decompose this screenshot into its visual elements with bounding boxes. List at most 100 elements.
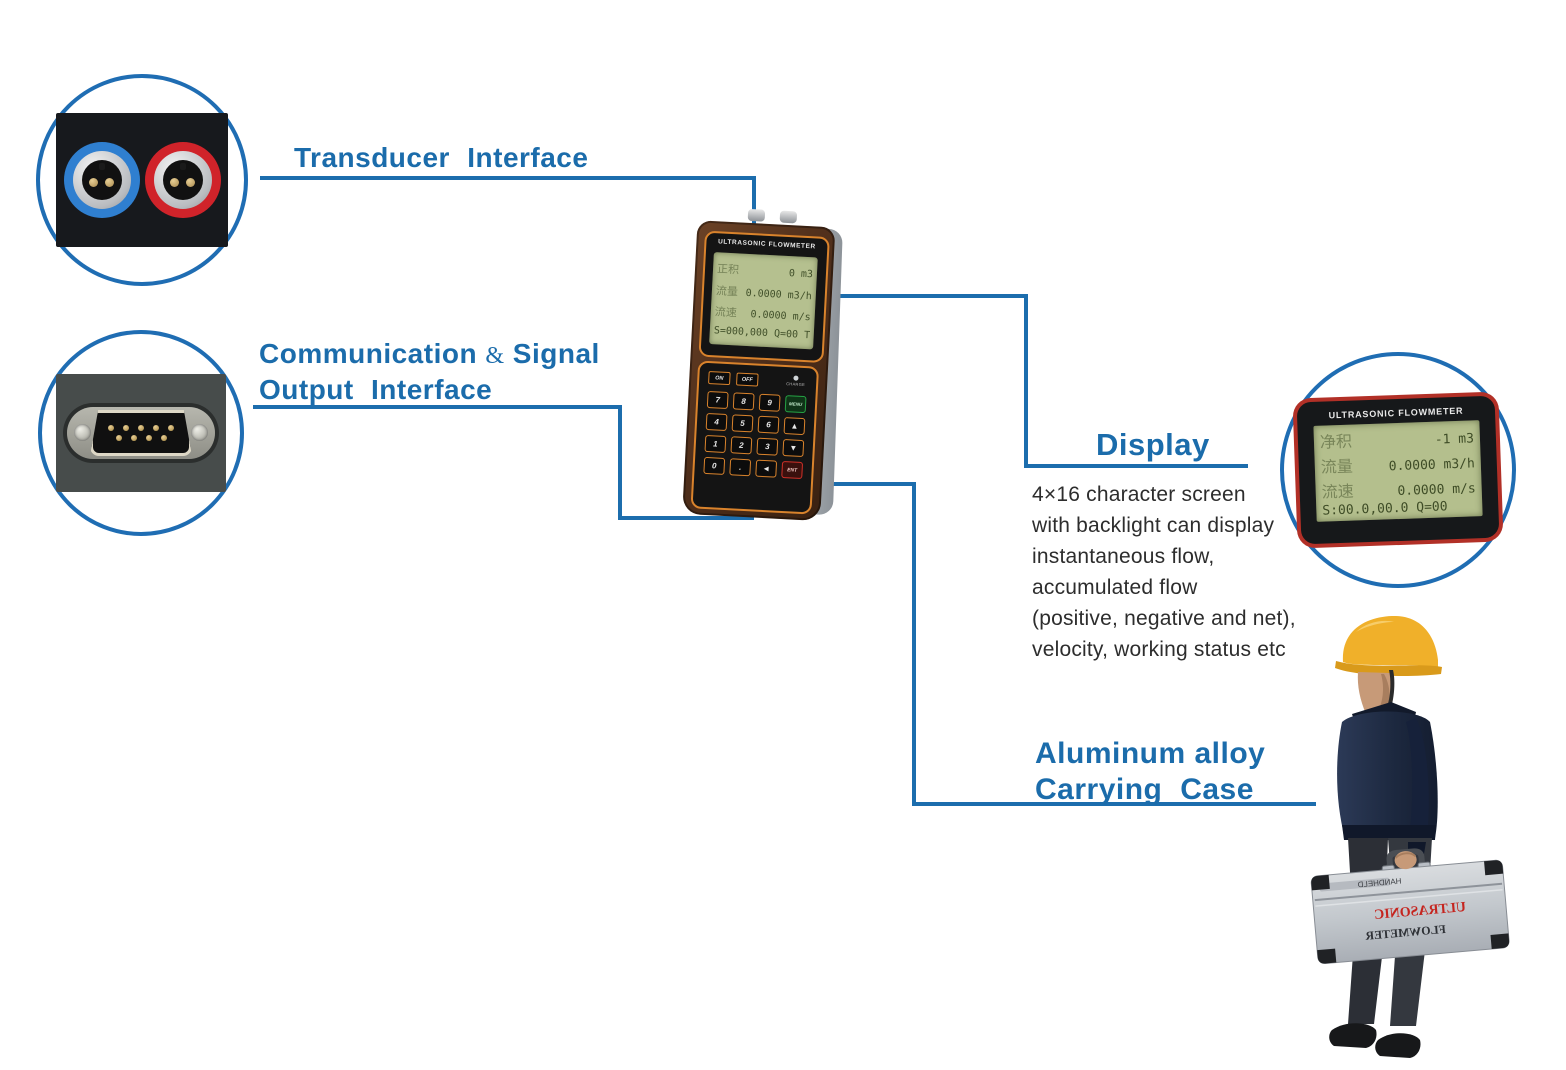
key-backspace[interactable]: ◄ [755,459,778,478]
closeup-lcd: 净积 -1 m3 流量 0.0000 m3/h 流速 0.0000 m/s S:… [1313,420,1483,522]
aluminum-case: HANDHELD ULTRASONIC FLOWMETER [1310,848,1510,965]
device-screen-panel: ULTRASONIC FLOWMETER 正积 0 m3 流量 0.0000 m… [698,230,830,363]
charge-led [793,375,799,381]
key-8[interactable]: 8 [732,392,755,411]
lcd-row-value: 0.0000 m3/h [1388,456,1476,475]
off-button[interactable]: OFF [735,372,759,387]
worker-with-case-photo: HANDHELD ULTRASONIC FLOWMETER [1310,615,1510,1058]
transducer-socket [779,210,798,224]
communication-label-line2: Output Interface [259,374,493,405]
display-description-line: velocity, working status etc [1032,638,1286,661]
display-label: Display [1096,427,1210,462]
key-9[interactable]: 9 [758,393,781,412]
transducer-connector-red [144,142,221,218]
connector-pin [169,178,179,187]
display-closeup-frame: ULTRASONIC FLOWMETER 净积 -1 m3 流量 0.0000 … [1296,395,1500,545]
lcd-row-label: 流速 [1321,481,1355,502]
lcd-row: S=000,000 Q=00 T [713,325,811,342]
connector-ring [72,151,131,209]
db9-plate [67,407,215,459]
key-dot[interactable]: . [729,458,752,477]
key-0[interactable]: 0 [703,456,726,475]
key-1[interactable]: 1 [704,434,727,453]
connector-notch [98,163,105,170]
key-4[interactable]: 4 [705,412,728,432]
key-2[interactable]: 2 [730,436,753,455]
lcd-row-label: 正积 [716,262,740,277]
db9-pin-row [93,435,189,441]
communication-callout-line-v [618,405,622,520]
case-corner [1311,874,1330,891]
lcd-row-value: -1 m3 [1434,431,1475,448]
display-description-line: 4×16 character screen [1032,483,1246,506]
communication-interface-photo-circle [38,330,244,536]
connector-pin [88,178,98,187]
case-callout-line-v [912,482,916,806]
communication-ampersand: & [485,343,505,369]
display-description-line: with backlight can display [1032,514,1275,537]
key-5[interactable]: 5 [731,414,754,433]
connector-notch [179,163,186,170]
display-description-line: instantaneous flow, [1032,545,1215,568]
lcd-row-value: 0.0000 m/s [1397,481,1476,500]
lcd-row-value: 0.0000 m/s [750,309,811,324]
key-up[interactable]: ▲ [783,417,806,436]
jacket-hem [1342,825,1436,840]
menu-button[interactable]: MENU [784,395,807,414]
transducer-callout-line-h [260,176,756,180]
carrying-case-label-line1: Aluminum alloy [1035,737,1266,770]
case-seam [1314,882,1503,902]
key-down[interactable]: ▼ [782,439,805,458]
communication-label-part2: Signal [512,338,600,369]
case-corner [1317,948,1337,964]
lcd-row-label: 净积 [1319,431,1353,452]
case-callout-line-h1 [797,482,916,486]
hard-hat-highlight [1356,620,1394,632]
connector-pin [185,178,195,187]
lcd-row-value: 0.0000 m3/h [745,287,813,302]
connector-ring [153,151,212,209]
device-lcd: 正积 0 m3 流量 0.0000 m3/h 流速 0.0000 m/s S=0… [709,252,818,350]
db9-screw [191,424,208,441]
transducer-callout-line-v [752,176,756,226]
key-6[interactable]: 6 [757,415,780,434]
key-7[interactable]: 7 [706,390,729,410]
db9-pin [145,435,152,441]
connector-core [162,160,203,200]
lcd-row-value: S=000,000 Q=00 T [713,325,811,342]
key-3[interactable]: 3 [756,437,779,456]
shoe [1329,1023,1377,1048]
display-closeup-bezel: ULTRASONIC FLOWMETER 净积 -1 m3 流量 0.0000 … [1292,391,1504,549]
display-closeup-circle: ULTRASONIC FLOWMETER 净积 -1 m3 流量 0.0000 … [1280,352,1516,588]
charge-label: CHARGE [786,381,806,388]
display-description-line: accumulated flow [1032,576,1198,599]
db9-pin [108,425,114,431]
transducer-interface-label: Transducer Interface [294,142,589,173]
db9-pin [130,435,137,441]
keypad-grid: 7 8 9 MENU 4 5 6 ▲ 1 2 3 ▼ 0 . ◄ ENT [703,390,807,480]
db9-pin [153,425,159,431]
closeup-brand-text: ULTRASONIC FLOWMETER [1328,405,1464,421]
case-seam-highlight [1315,889,1503,907]
lcd-row-label: 流量 [1320,456,1354,477]
display-description-line: (positive, negative and net), [1032,607,1296,630]
connector-pin [104,178,114,187]
communication-label-part1: Communication [259,338,478,369]
carrying-case-label-line2: Carrying Case [1035,773,1254,806]
device-body: ULTRASONIC FLOWMETER 正积 0 m3 流量 0.0000 m… [682,220,836,522]
communication-label-line1: Communication & Signal [259,338,600,370]
communication-callout-underline [253,405,622,409]
keypad-power-row: ON OFF CHARGE [708,371,808,389]
enter-button[interactable]: ENT [781,460,804,480]
display-callout-line-h1 [806,294,1028,298]
on-button[interactable]: ON [708,371,731,386]
db9-pin [168,425,174,431]
lcd-row: 流量 0.0000 m3/h [716,282,813,303]
db9-connector [90,410,192,456]
worker [1329,615,1442,1058]
case-corner [1490,933,1510,949]
charge-indicator: CHARGE [786,375,805,387]
hand-fingers [1394,852,1417,859]
display-callout-underline [1024,464,1248,468]
